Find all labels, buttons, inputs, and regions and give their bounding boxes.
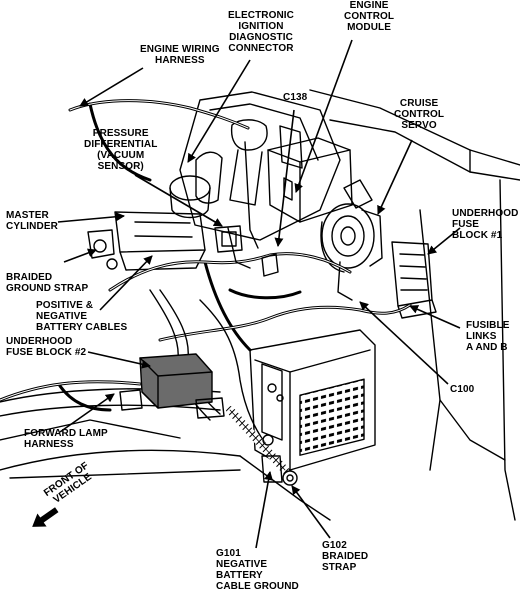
arrow-fusible-links (409, 305, 461, 329)
engine-plenum (179, 91, 341, 249)
label-forward-lamp-harness: FORWARD LAMP HARNESS (24, 428, 108, 450)
fender-panel (309, 89, 520, 521)
arrow-battery-cables (99, 255, 153, 311)
arrow-c138 (274, 109, 295, 247)
label-fusible-links: FUSIBLE LINKS A AND B (466, 320, 510, 353)
label-positive-negative-battery-cables: POSITIVE & NEGATIVE BATTERY CABLES (36, 300, 128, 333)
label-electronic-ignition-diagnostic-connector: ELECTRONIC IGNITION DIAGNOSTIC CONNECTOR (228, 10, 294, 54)
fuse-block-1 (391, 241, 437, 319)
master-cylinder (87, 175, 211, 271)
label-underhood-fuse-block-2: UNDERHOOD FUSE BLOCK #2 (6, 336, 87, 358)
label-pressure-differential: PRESSURE DIFFERENTIAL (VACUUM SENSOR) (84, 128, 158, 172)
leader-arrows (57, 39, 461, 549)
ecm-box (267, 137, 353, 223)
pressure-diff-sensor (214, 225, 243, 253)
arrow-cruise-control-servo (377, 139, 413, 215)
arrow-g102 (291, 485, 331, 539)
label-g102: G102 BRAIDED STRAP (322, 540, 369, 573)
arrow-c100 (359, 301, 449, 385)
label-underhood-fuse-block-1: UNDERHOOD FUSE BLOCK #1 (452, 208, 519, 241)
label-braided-ground-strap: BRAIDED GROUND STRAP (6, 272, 89, 294)
label-master-cylinder: MASTER CYLINDER (6, 210, 58, 232)
arrow-pressure-differential (134, 174, 223, 227)
fuse-block-2 (119, 353, 225, 419)
label-c138: C138 (283, 92, 308, 103)
radiator-support (0, 388, 331, 521)
label-engine-wiring-harness: ENGINE WIRING HARNESS (140, 44, 220, 66)
arrow-fuse-block-1 (427, 227, 461, 255)
arrow-engine-wiring-harness (79, 67, 144, 107)
arrow-engine-control-module (294, 39, 353, 193)
label-g101: G101 NEGATIVE BATTERY CABLE GROUND (216, 548, 299, 592)
arrow-master-cylinder (57, 212, 125, 223)
ground-bolts (261, 383, 298, 486)
arrow-fuse-block-2 (87, 351, 151, 369)
brackets (227, 179, 373, 277)
label-engine-control-module: ENGINE CONTROL MODULE (344, 0, 395, 33)
arrow-braided-ground-strap (63, 248, 97, 263)
front-of-vehicle-arrow (32, 507, 59, 527)
arrow-electronic-ignition (187, 59, 251, 163)
label-cruise-control-servo: CRUISE CONTROL SERVO (394, 98, 445, 131)
battery (249, 329, 376, 471)
arrow-forward-lamp-harness (59, 393, 115, 433)
cruise-servo (320, 203, 383, 301)
label-c100: C100 (450, 384, 475, 395)
arrow-g101 (255, 471, 273, 549)
